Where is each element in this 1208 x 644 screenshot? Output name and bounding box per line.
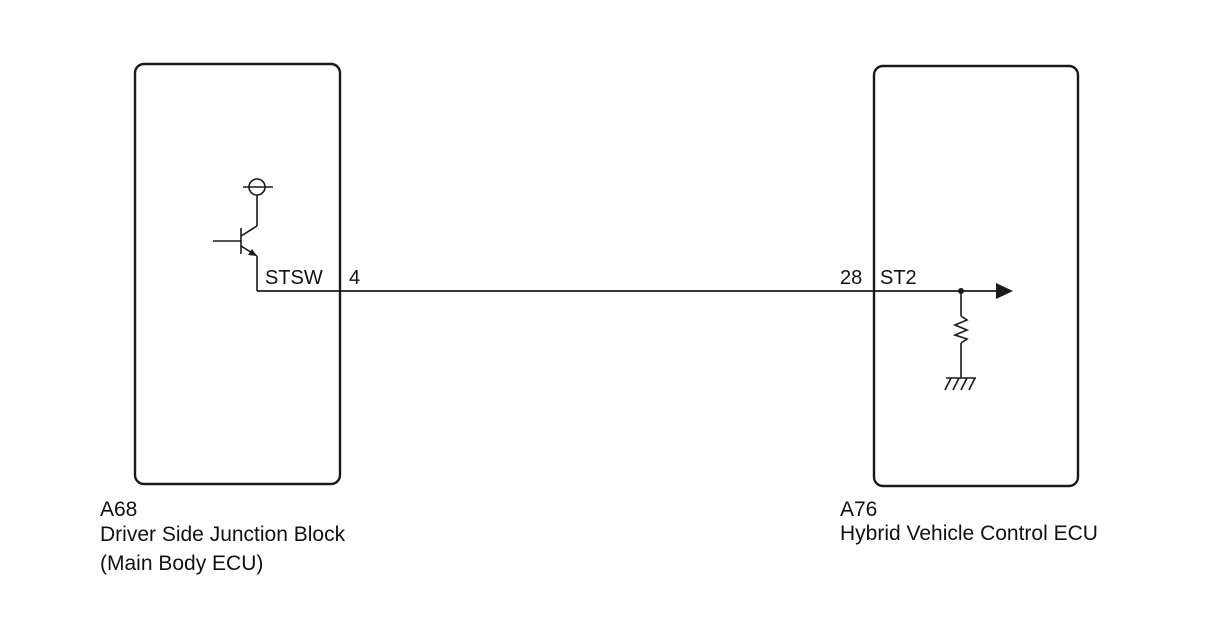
component-code-a76: A76 xyxy=(840,498,878,521)
component-box-a76 xyxy=(872,64,1080,488)
component-box-a68 xyxy=(133,62,342,486)
component-name-a76: Hybrid Vehicle Control ECU xyxy=(840,522,1098,545)
resistor-icon xyxy=(952,288,970,378)
transistor-icon xyxy=(213,178,273,291)
terminal-pin-28: 28 xyxy=(840,267,862,289)
terminal-pin-4: 4 xyxy=(349,267,360,289)
ground-icon xyxy=(944,377,976,391)
terminal-name-st2: ST2 xyxy=(880,267,917,289)
arrow-icon xyxy=(996,283,1013,299)
component-name-a68: Driver Side Junction Block xyxy=(100,523,346,546)
component-subname-a68: (Main Body ECU) xyxy=(100,552,264,575)
terminal-name-stsw: STSW xyxy=(265,267,323,289)
component-code-a68: A68 xyxy=(100,498,138,521)
